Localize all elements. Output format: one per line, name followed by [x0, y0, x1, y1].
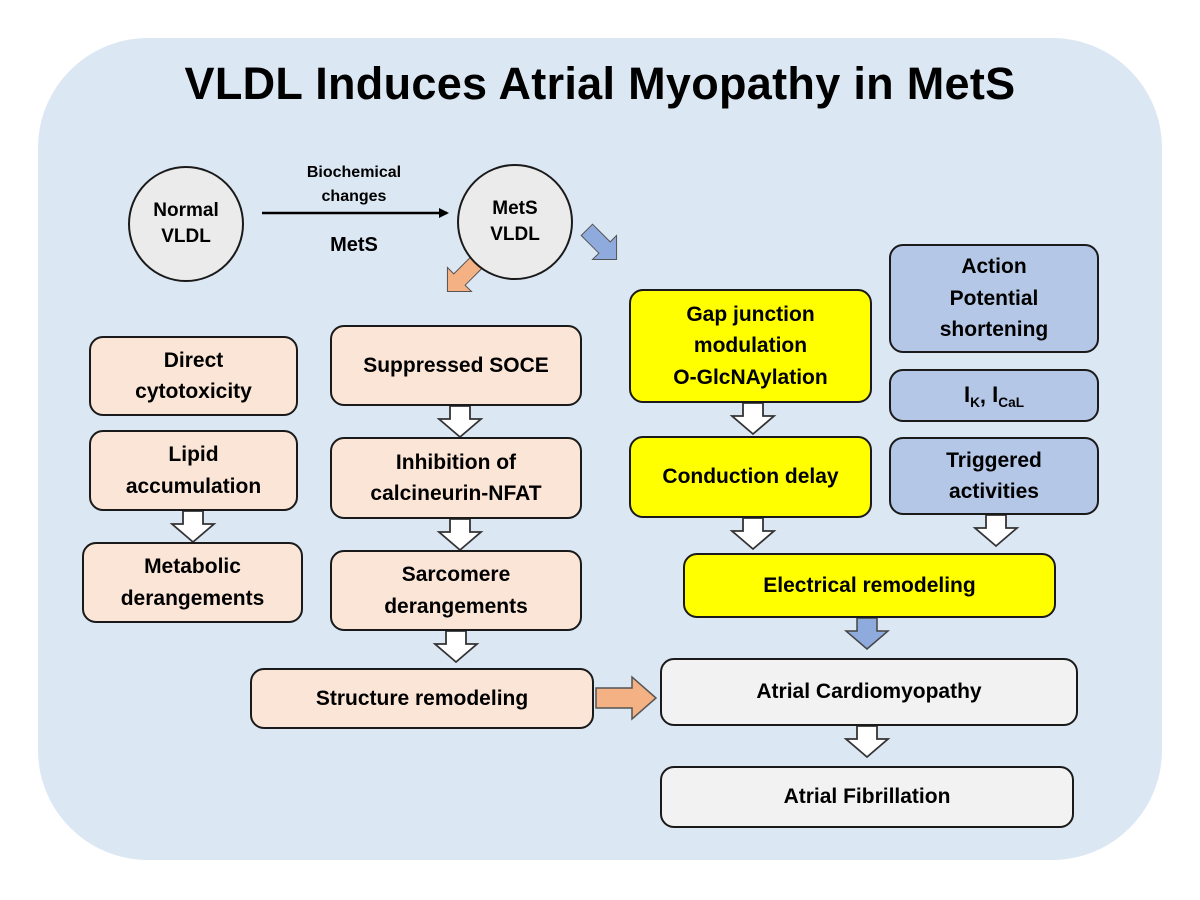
- atrial-cardiomyopathy-box: Atrial Cardiomyopathy: [660, 658, 1078, 726]
- mets-to-structural-arrow: [446, 255, 484, 293]
- metabolic-derangements-box: Metabolic derangements: [82, 542, 303, 623]
- soce-to-calcineurin-arrow: [436, 405, 484, 439]
- mets-to-electrical-arrow: [580, 223, 618, 261]
- conduction-to-electrical-arrow: [729, 517, 777, 551]
- ik-symbol: IK: [963, 381, 980, 410]
- gap-to-conduction-arrow: [729, 402, 777, 436]
- suppressed-soce-box: Suppressed SOCE: [330, 325, 582, 406]
- calcineurin-nfat-box: Inhibition of calcineurin-NFAT: [330, 437, 582, 519]
- electrical-to-cardiomyopathy-arrow: [843, 617, 891, 650]
- sarcomere-derangements-box: Sarcomere derangements: [330, 550, 582, 631]
- diagram-title: VLDL Induces Atrial Myopathy in MetS: [184, 58, 1016, 109]
- triggered-to-electrical-arrow: [972, 514, 1020, 548]
- structure-to-cardiomyopathy-arrow: [595, 675, 658, 721]
- structure-remodeling-box: Structure remodeling: [250, 668, 594, 729]
- biochemical-changes-label: Biochemical changes: [306, 164, 402, 205]
- conduction-delay-box: Conduction delay: [629, 436, 872, 518]
- electrical-remodeling-box: Electrical remodeling: [683, 553, 1056, 618]
- gap-junction-box: Gap junction modulation O-GlcNAylation: [629, 289, 872, 403]
- calcineurin-to-sarcomere-arrow: [436, 518, 484, 552]
- ion-currents-box: IK, ICaL: [889, 369, 1099, 422]
- sarcomere-to-structure-arrow: [432, 630, 480, 664]
- direct-cytotoxicity-box: Direct cytotoxicity: [89, 336, 298, 416]
- current-separator: ,: [979, 383, 993, 408]
- atrial-fibrillation-box: Atrial Fibrillation: [660, 766, 1074, 828]
- normal-vldl-node: Normal VLDL: [128, 166, 244, 282]
- cardiomyopathy-to-fibrillation-arrow: [843, 725, 891, 759]
- lipid-accumulation-box: Lipid accumulation: [89, 430, 298, 511]
- mets-vldl-node: MetS VLDL: [457, 164, 573, 280]
- triggered-activities-box: Triggered activities: [889, 437, 1099, 515]
- mets-condition-label: MetS: [330, 234, 378, 256]
- lipid-to-metabolic-arrow: [169, 510, 217, 544]
- ical-symbol: ICaL: [992, 381, 1025, 410]
- action-potential-box: Action Potential shortening: [889, 244, 1099, 353]
